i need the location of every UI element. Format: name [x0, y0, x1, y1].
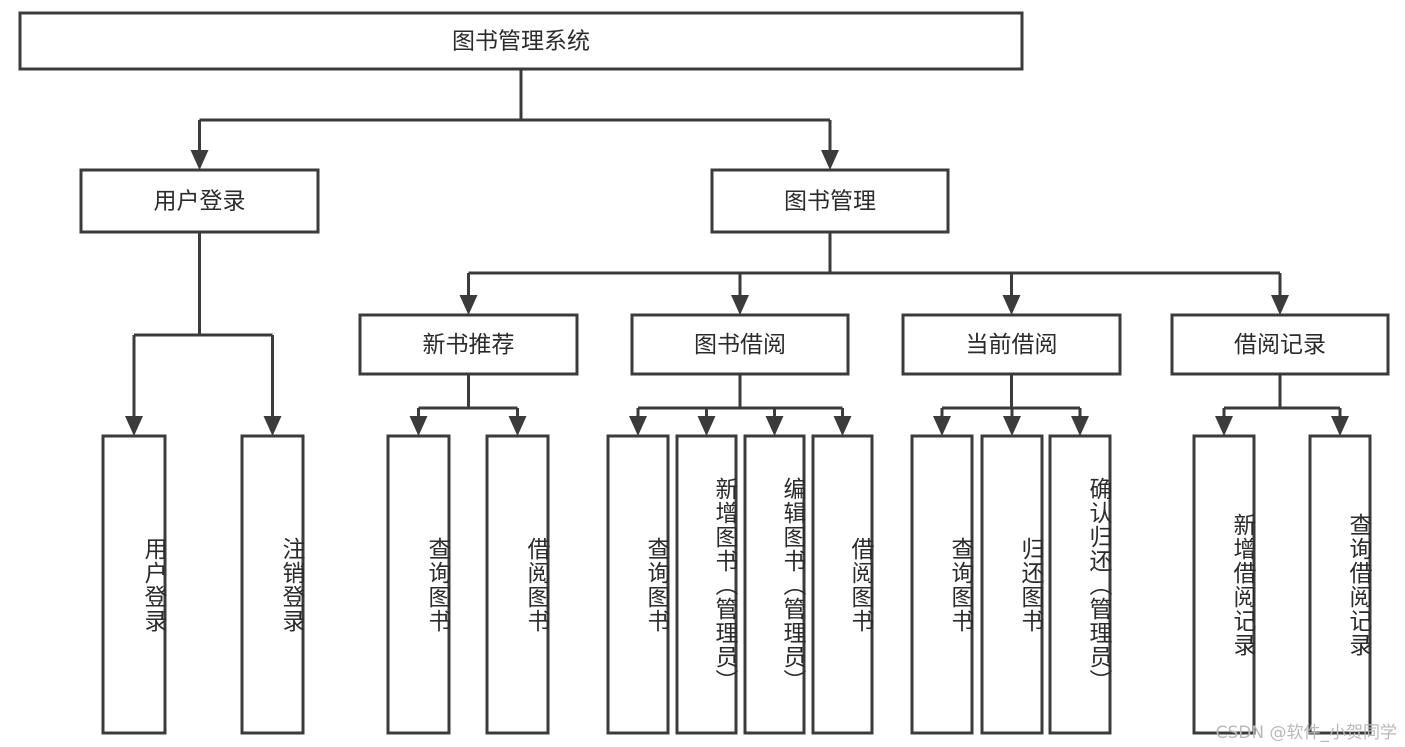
- node-box-leaf-user-login: [101, 434, 167, 735]
- node-label-user-login: 用户登录: [154, 189, 246, 215]
- arrow-current-borrow-to-leaf-query-book-3: [933, 416, 951, 436]
- node-box-leaf-borrow-book-2: [811, 434, 874, 735]
- node-box-current-borrow: [901, 313, 1122, 376]
- arrow-root-to-book-manage: [821, 150, 839, 170]
- arrow-book-borrow-to-leaf-add-book: [697, 416, 716, 436]
- node-label-root: 图书管理系统: [452, 29, 590, 55]
- node-label-new-book-rec: 新书推荐: [423, 332, 515, 358]
- arrow-book-borrow-to-leaf-query-book-2: [629, 416, 647, 436]
- node-box-leaf-confirm-return: [1048, 434, 1112, 735]
- arrow-book-manage-to-book-borrow: [731, 295, 749, 315]
- node-box-new-book-rec: [358, 313, 579, 376]
- arrow-borrow-record-to-leaf-add-record: [1215, 416, 1233, 436]
- csdn-watermark: CSDN @软件_小贺同学: [1215, 723, 1397, 743]
- node-box-user-login: [79, 168, 320, 234]
- node-box-root: [18, 11, 1024, 71]
- arrow-current-borrow-to-leaf-return-book: [1003, 416, 1021, 436]
- node-box-leaf-query-book-1: [386, 434, 451, 735]
- arrow-root-to-user-login: [190, 150, 209, 170]
- arrow-user-login-to-leaf-logout: [263, 416, 282, 436]
- node-box-leaf-add-book: [675, 434, 738, 735]
- node-box-leaf-edit-book: [743, 434, 806, 735]
- node-box-leaf-query-book-3: [910, 434, 974, 735]
- node-box-leaf-logout: [240, 434, 305, 735]
- node-box-leaf-return-book: [980, 434, 1044, 735]
- node-label-book-manage: 图书管理: [784, 189, 876, 215]
- arrow-book-manage-to-borrow-record: [1271, 295, 1289, 315]
- node-label-book-borrow: 图书借阅: [694, 332, 786, 358]
- node-label-borrow-record: 借阅记录: [1234, 332, 1326, 358]
- node-box-leaf-query-record: [1308, 434, 1372, 735]
- node-box-book-manage: [710, 168, 950, 234]
- connector-layer: [125, 69, 1349, 436]
- arrow-user-login-to-leaf-user-login: [125, 416, 143, 436]
- arrow-book-borrow-to-leaf-borrow-book-2: [833, 416, 852, 436]
- arrow-new-book-rec-to-leaf-borrow-book-1: [508, 416, 527, 436]
- arrow-borrow-record-to-leaf-query-record: [1331, 416, 1349, 436]
- node-label-current-borrow: 当前借阅: [966, 332, 1058, 358]
- arrow-new-book-rec-to-leaf-query-book-1: [409, 416, 428, 436]
- node-box-leaf-query-book-2: [606, 434, 670, 735]
- arrow-book-borrow-to-leaf-edit-book: [765, 416, 784, 436]
- node-box-leaf-borrow-book-1: [485, 434, 550, 735]
- arrow-book-manage-to-new-book-rec: [459, 295, 478, 315]
- node-box-book-borrow: [630, 313, 850, 376]
- arrow-current-borrow-to-leaf-confirm-return: [1071, 416, 1089, 436]
- node-box-borrow-record: [1170, 313, 1390, 376]
- arrow-book-manage-to-current-borrow: [1002, 295, 1021, 315]
- node-box-leaf-add-record: [1192, 434, 1256, 735]
